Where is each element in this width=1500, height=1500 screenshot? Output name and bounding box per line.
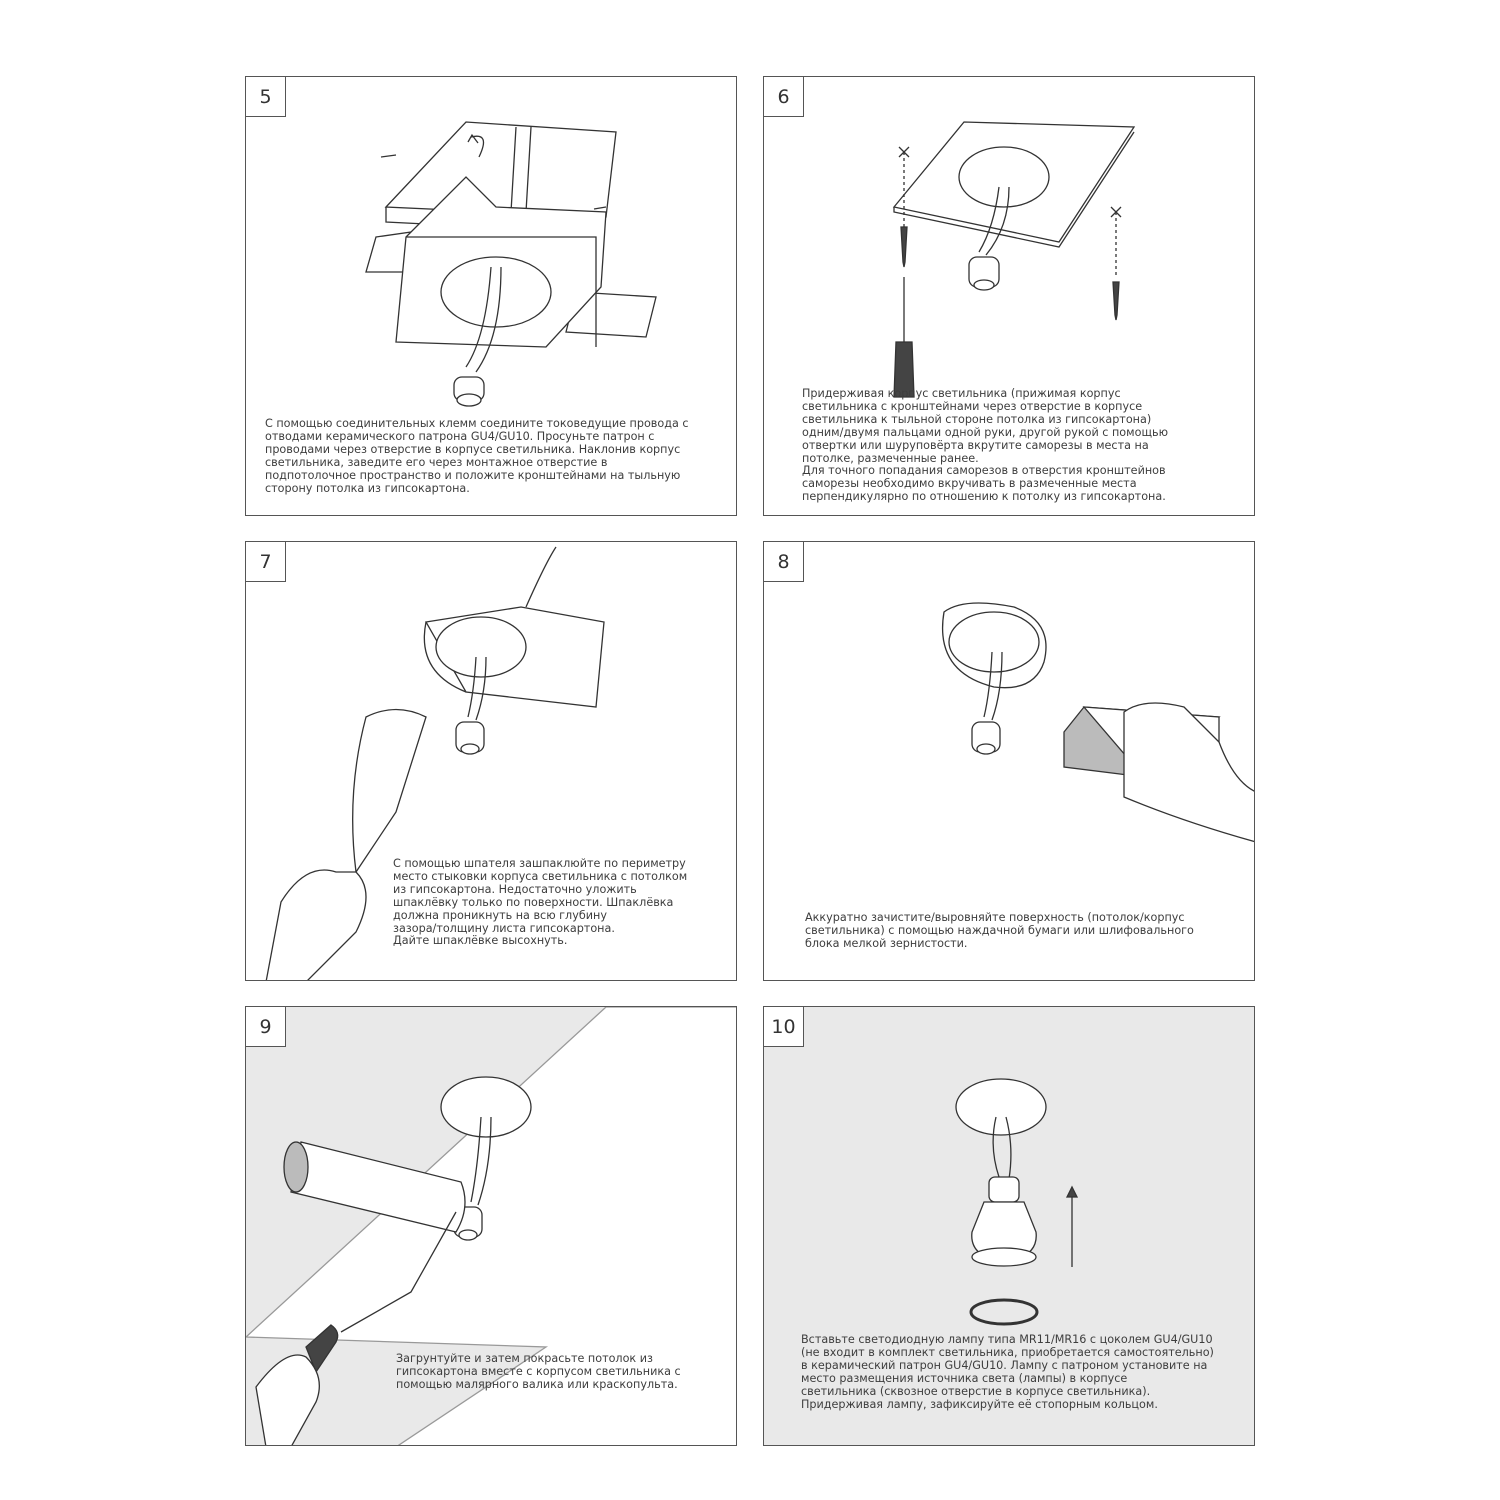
text-line: место стыковки корпуса светильника с пот…: [393, 869, 688, 883]
text-line: (не входит в комплект светильника, приоб…: [801, 1345, 1214, 1359]
text-line: одним/двумя пальцами одной руки, другой …: [802, 425, 1168, 439]
text-line: светильника (сквозное отверстие в корпус…: [801, 1384, 1151, 1398]
text-line: отвертки или шуруповёрта вкрутите саморе…: [802, 438, 1149, 452]
text-line: сторону потолка из гипсокартона.: [265, 481, 470, 495]
text-line: шпаклёвку только по поверхности. Шпаклёв…: [393, 895, 674, 909]
step-6-description: Придерживая корпус светильника (прижимая…: [802, 387, 1168, 504]
step-number: 9: [246, 1007, 286, 1047]
text-line: светильника, заведите его через монтажно…: [265, 455, 608, 469]
text-line: С помощью шпателя зашпаклюйте по перимет…: [393, 857, 686, 870]
text-line: из гипсокартона. Недостаточно уложить: [393, 882, 637, 896]
text-line: Придерживая корпус светильника (прижимая…: [802, 387, 1121, 400]
step-9-description: Загрунтуйте и затем покрасьте потолок из…: [396, 1352, 681, 1392]
illustration-putty-spatula: [265, 546, 605, 980]
step-7-panel: 7 С помощью шпателя зашпаклюйте по перим…: [245, 541, 737, 981]
illustration-painting-roller: [246, 1007, 736, 1445]
text-line: саморезы необходимо вкручивать в размече…: [802, 477, 1137, 491]
step-7-description: С помощью шпателя зашпаклюйте по перимет…: [393, 857, 688, 948]
text-line: потолке, размеченные ранее.: [802, 451, 979, 465]
illustration-insert-lamp: [955, 1078, 1079, 1326]
text-line: С помощью соединительных клемм соедините…: [265, 417, 689, 430]
step-8-description: Аккуратно зачистите/выровняйте поверхнос…: [805, 911, 1194, 951]
text-line: проводами через отверстие в корпусе свет…: [265, 442, 681, 456]
text-line: помощью малярного валика или краскопульт…: [396, 1377, 678, 1391]
text-line: Дайте шпаклёвке высохнуть.: [393, 934, 568, 948]
step-number: 10: [764, 1007, 804, 1047]
step-8-panel: 8 Аккуратно зачистите/выровняйте поверхн…: [763, 541, 1255, 981]
text-line: гипсокартона вместе с корпусом светильни…: [396, 1364, 681, 1378]
text-line: зазора/толщину листа гипсокартона.: [393, 921, 615, 935]
step-9-panel: 9 Загрунтуйте и затем покрасьте потолок …: [245, 1006, 737, 1446]
text-line: Вставьте светодиодную лампу типа MR11/MR…: [801, 1333, 1213, 1346]
step-number: 8: [764, 542, 804, 582]
text-line: в керамический патрон GU4/GU10. Лампу с …: [801, 1358, 1208, 1372]
text-line: светильника с кронштейнами через отверст…: [802, 399, 1143, 413]
step-number: 7: [246, 542, 286, 582]
text-line: блока мелкой зернистости.: [805, 936, 968, 950]
step-10-description: Вставьте светодиодную лампу типа MR11/MR…: [801, 1333, 1214, 1411]
text-line: перпендикулярно по отношению к потолку и…: [802, 490, 1166, 504]
step-number: 5: [246, 77, 286, 117]
illustration-screw-fixing: [892, 121, 1136, 398]
text-line: должна проникнуть на всю глубину: [393, 908, 607, 922]
text-line: Аккуратно зачистите/выровняйте поверхнос…: [805, 911, 1185, 924]
text-line: светильника) с помощью наждачной бумаги …: [805, 923, 1194, 937]
step-6-panel: 6 Придерживая корпус светильника (прижим…: [763, 76, 1255, 516]
text-line: Придерживая лампу, зафиксируйте её стопо…: [801, 1397, 1158, 1411]
text-line: место размещения источника света (лампы)…: [801, 1371, 1128, 1385]
text-line: Для точного попадания саморезов в отверс…: [802, 464, 1166, 478]
text-line: отводами керамического патрона GU4/GU10.…: [265, 429, 655, 443]
step-number: 6: [764, 77, 804, 117]
step-5-panel: 5 С помощью соединительных клемм соедини…: [245, 76, 737, 516]
step-10-panel: 10 Вставьте светодиодную лампу типа MR11…: [763, 1006, 1255, 1446]
illustration-sanding: [942, 602, 1254, 843]
step-5-description: С помощью соединительных клемм соедините…: [265, 417, 689, 495]
illustration-insert-housing: [365, 121, 657, 407]
text-line: подпотолочное пространство и положите кр…: [265, 468, 681, 482]
text-line: светильника к тыльной стороне потолка из…: [802, 412, 1152, 426]
text-line: Загрунтуйте и затем покрасьте потолок из: [396, 1352, 653, 1365]
